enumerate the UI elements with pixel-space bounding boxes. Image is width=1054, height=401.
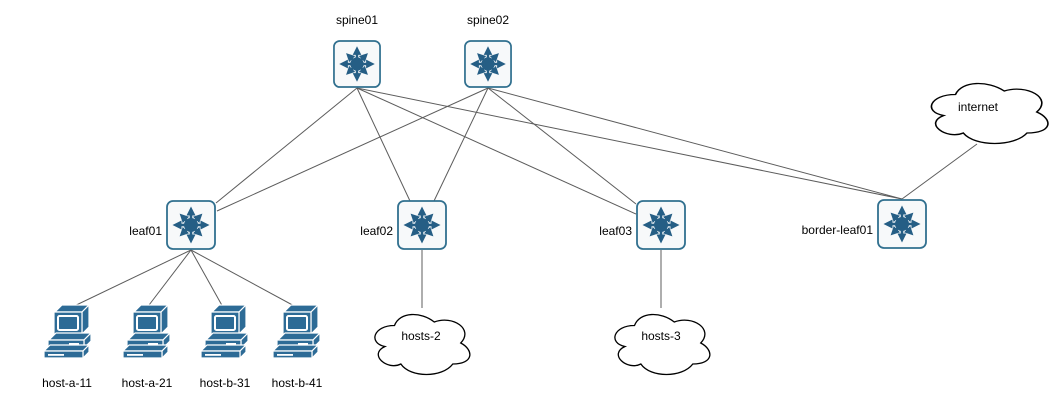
edge-leaf01-host-b-41[interactable] bbox=[190, 249, 299, 309]
node-label-spine01: spine01 bbox=[335, 13, 379, 27]
pc-icon bbox=[39, 304, 97, 368]
edge-spine01-leaf03[interactable] bbox=[356, 87, 637, 215]
edge-border-leaf01-internet[interactable] bbox=[901, 143, 978, 200]
node-label-host-b-31: host-b-31 bbox=[199, 376, 251, 390]
l3-switch-icon bbox=[877, 199, 927, 249]
node-label-host-a-11: host-a-11 bbox=[42, 376, 92, 390]
edge-spine02-leaf03[interactable] bbox=[487, 87, 637, 205]
node-hosts-2[interactable] bbox=[368, 308, 474, 378]
l3-switch-icon bbox=[332, 40, 382, 88]
node-label-hosts-2: hosts-2 bbox=[401, 329, 441, 343]
node-label-host-b-41: host-b-41 bbox=[271, 376, 323, 390]
edge-spine01-border-leaf01[interactable] bbox=[356, 87, 903, 200]
pc-icon bbox=[268, 304, 326, 368]
edge-leaf01-host-b-31[interactable] bbox=[190, 249, 225, 310]
node-label-spine02: spine02 bbox=[466, 13, 510, 27]
l3-switch-icon bbox=[397, 200, 447, 250]
node-label-leaf02: leaf02 bbox=[360, 224, 393, 238]
cloud-icon bbox=[614, 313, 711, 376]
node-label-hosts-3: hosts-3 bbox=[641, 329, 681, 343]
node-leaf03[interactable] bbox=[636, 200, 686, 250]
node-host-a-21[interactable] bbox=[118, 304, 176, 368]
node-label-internet: internet bbox=[957, 100, 999, 114]
node-host-a-11[interactable] bbox=[39, 304, 97, 368]
edge-spine02-leaf01[interactable] bbox=[216, 87, 489, 212]
edge-spine01-leaf02[interactable] bbox=[356, 87, 411, 202]
cloud-icon bbox=[374, 313, 471, 376]
edge-spine02-leaf02[interactable] bbox=[433, 87, 489, 202]
l3-switch-icon bbox=[636, 200, 686, 250]
node-host-b-41[interactable] bbox=[268, 304, 326, 368]
node-label-border-leaf01: border-leaf01 bbox=[801, 223, 873, 237]
node-leaf02[interactable] bbox=[397, 200, 447, 250]
node-host-b-31[interactable] bbox=[196, 304, 254, 368]
node-spine02[interactable] bbox=[463, 40, 513, 88]
l3-switch-icon bbox=[463, 40, 513, 88]
edge-leaf01-host-a-21[interactable] bbox=[145, 249, 192, 310]
node-hosts-3[interactable] bbox=[608, 308, 714, 378]
node-label-host-a-21: host-a-21 bbox=[121, 376, 173, 390]
node-label-leaf03: leaf03 bbox=[599, 224, 632, 238]
l3-switch-icon bbox=[166, 200, 216, 250]
node-leaf01[interactable] bbox=[166, 200, 216, 250]
pc-icon bbox=[196, 304, 254, 368]
edge-leaf01-host-a-11[interactable] bbox=[67, 249, 192, 310]
edge-spine02-border-leaf01[interactable] bbox=[487, 87, 903, 200]
node-label-leaf01: leaf01 bbox=[129, 224, 162, 238]
node-spine01[interactable] bbox=[332, 40, 382, 88]
edge-spine01-leaf01[interactable] bbox=[215, 87, 358, 204]
pc-icon bbox=[118, 304, 176, 368]
node-border-leaf01[interactable] bbox=[877, 199, 927, 249]
